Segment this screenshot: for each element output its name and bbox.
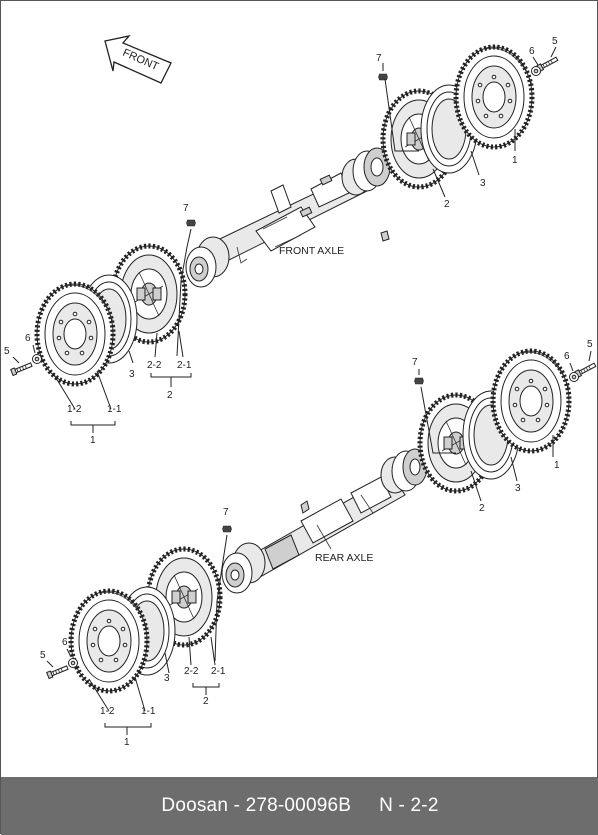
front-left-washer — [32, 354, 42, 364]
callout-3-rear-left: 3 — [164, 673, 170, 684]
rear-left-nut — [222, 525, 232, 533]
callout-5-rear-right: 5 — [587, 339, 593, 350]
front-right-outer-wheel — [456, 47, 532, 147]
front-right-nut — [378, 73, 388, 81]
footer-bar: Doosan - 278-00096B N - 2-2 — [1, 777, 598, 835]
callout-1-2-front-left: 1-2 — [67, 404, 82, 415]
rear-right-outer-wheel — [493, 351, 569, 451]
rear-right-washer — [569, 372, 579, 382]
front-left-nut — [186, 219, 196, 227]
callout-6-front-right: 6 — [529, 46, 535, 57]
callout-2-1-rear-left: 2-1 — [211, 666, 226, 677]
front-left-outer-wheel — [37, 284, 113, 384]
front-axle-assembly: FRONT AXLE 7 6 5 — [4, 36, 559, 446]
callout-7-front-right: 7 — [376, 53, 382, 64]
rear-right-nut — [414, 377, 424, 385]
callout-6-rear-right: 6 — [564, 351, 570, 362]
front-direction-arrow: FRONT — [104, 34, 172, 84]
callout-1-2-rear-left: 1-2 — [100, 706, 115, 717]
front-axle-label: FRONT AXLE — [279, 245, 344, 257]
front-left-hub — [185, 236, 230, 288]
callout-5-front-left: 5 — [4, 346, 10, 357]
callout-1-1-rear-left: 1-1 — [141, 706, 156, 717]
rear-left-washer — [68, 658, 78, 668]
callout-6-front-left: 6 — [25, 333, 31, 344]
rear-right-hub — [380, 448, 428, 494]
callout-5-front-right: 5 — [552, 36, 558, 47]
callout-1-front-left: 1 — [90, 435, 96, 446]
callout-2-rear-right: 2 — [479, 503, 485, 514]
exploded-axle-diagram: FRONT FRONT AXLE — [4, 34, 597, 748]
callout-7-front-left: 7 — [183, 203, 189, 214]
callout-1-1-front-left: 1-1 — [107, 404, 122, 415]
rear-axle-label: REAR AXLE — [315, 552, 373, 564]
callout-2-front-left: 2 — [167, 390, 173, 401]
front-axle-housing — [198, 172, 390, 270]
callout-2-front-right: 2 — [444, 199, 450, 210]
callout-1-front-right: 1 — [512, 155, 518, 166]
callout-2-1-front-left: 2-1 — [177, 360, 192, 371]
footer-part-reference: Doosan - 278-00096B — [161, 795, 352, 816]
callout-1-rear-right: 1 — [554, 460, 560, 471]
front-left-bolt — [10, 361, 34, 376]
rear-left-outer-wheel — [71, 591, 147, 691]
callout-5-rear-left: 5 — [40, 650, 46, 661]
callout-6-rear-left: 6 — [62, 637, 68, 648]
rear-axle-housing — [240, 474, 406, 582]
callout-7-rear-right: 7 — [412, 357, 418, 368]
callout-1-rear-left: 1 — [124, 737, 130, 748]
callout-2-rear-left: 2 — [203, 696, 209, 707]
rear-left-bolt — [46, 664, 70, 679]
front-right-washer — [531, 66, 541, 76]
rear-axle-assembly: REAR AXLE 7 6 5 — [40, 339, 597, 748]
front-right-hub — [341, 147, 391, 196]
callout-3-front-right: 3 — [480, 178, 486, 189]
footer-page-reference: N - 2-2 — [379, 795, 439, 816]
callout-2-2-front-left: 2-2 — [147, 360, 162, 371]
callout-7-rear-left: 7 — [223, 507, 229, 518]
callout-3-front-left: 3 — [129, 369, 135, 380]
callout-3-rear-right: 3 — [515, 483, 521, 494]
callout-2-2-rear-left: 2-2 — [184, 666, 199, 677]
rear-left-hub — [221, 542, 266, 594]
